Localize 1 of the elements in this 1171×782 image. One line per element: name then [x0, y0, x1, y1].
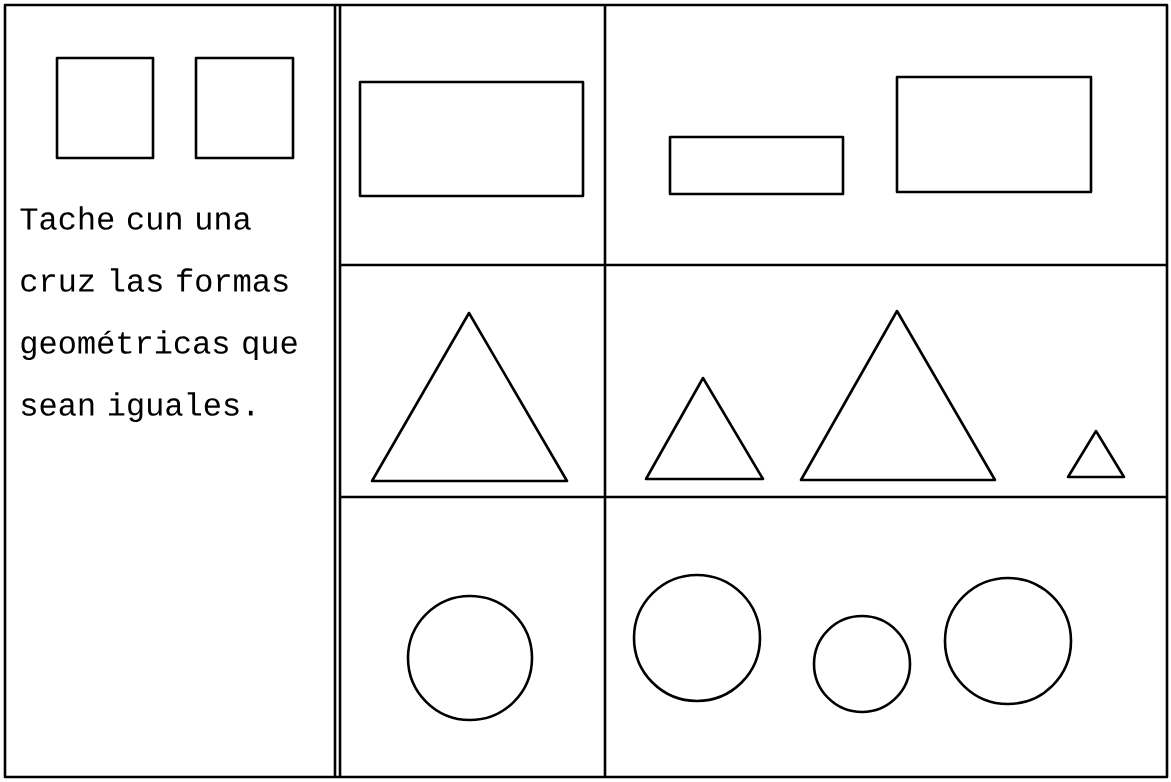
instruction-text: Tache cun una cruz las formas geométricas que sean iguales. — [20, 206, 297, 423]
